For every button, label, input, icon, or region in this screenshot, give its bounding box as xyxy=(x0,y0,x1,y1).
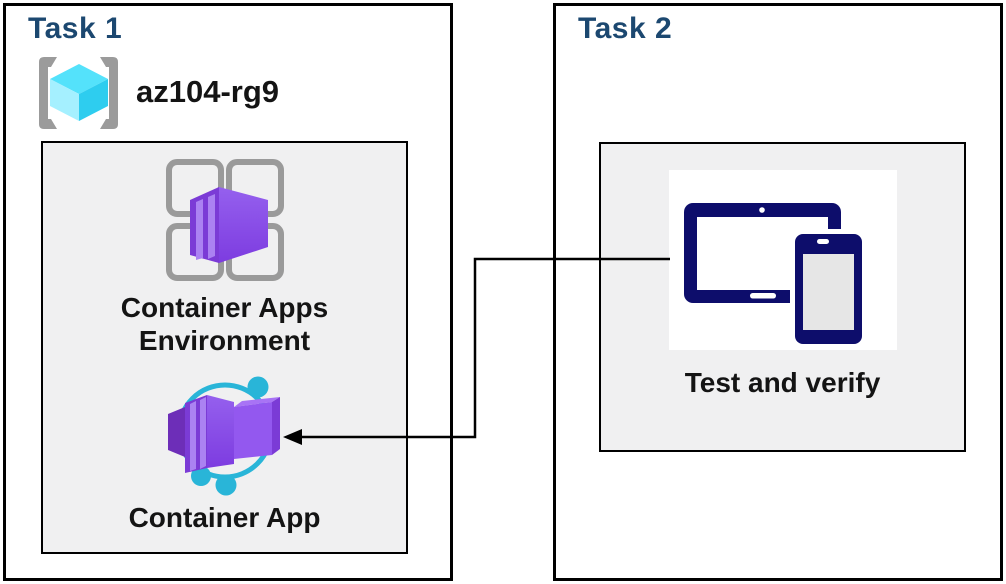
container-apps-environment-icon xyxy=(165,159,284,281)
task1-panel: Task 1 az104-rg9 xyxy=(3,3,453,581)
device-icon-frame xyxy=(668,170,897,350)
task2-inner-box: Test and verify xyxy=(599,142,966,452)
task2-title: Task 2 xyxy=(578,12,673,45)
tablet-and-phone-icon xyxy=(683,203,867,349)
test-and-verify-label: Test and verify xyxy=(684,367,881,398)
azure-resource-group-icon xyxy=(39,57,118,129)
task1-title: Task 1 xyxy=(28,12,123,45)
container-app-label: Container App xyxy=(128,502,321,533)
container-app-icon xyxy=(167,376,280,496)
resource-group-name: az104-rg9 xyxy=(136,74,280,109)
environment-label: Container Apps Environment xyxy=(121,291,328,357)
task2-panel: Task 2 Test and verify xyxy=(553,3,1003,581)
task1-inner-box: Container Apps Environment xyxy=(41,141,408,554)
resource-group-row: az104-rg9 xyxy=(24,52,279,132)
environment-label-line1: Container Apps xyxy=(120,292,329,323)
environment-label-line2: Environment xyxy=(138,325,311,356)
